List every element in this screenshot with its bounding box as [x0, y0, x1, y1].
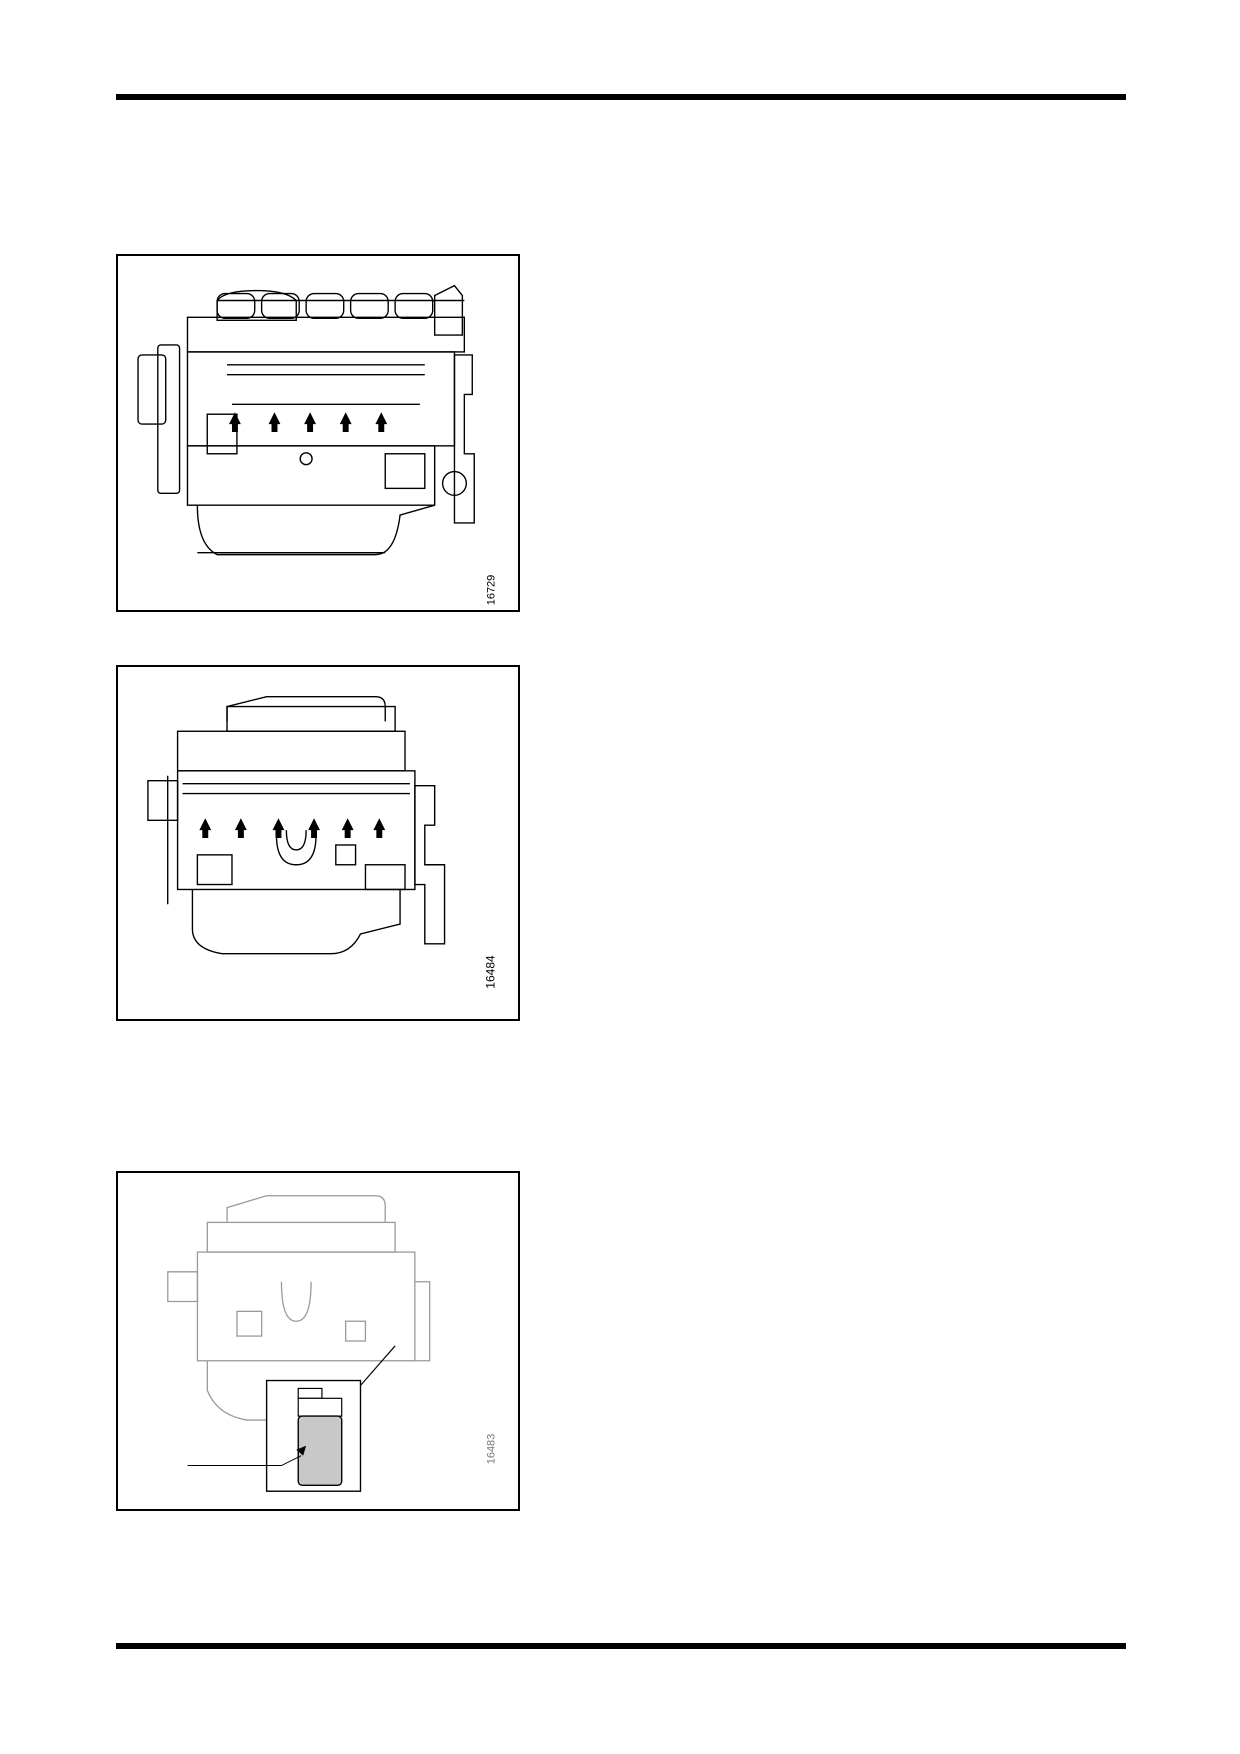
engine-drawing-3: [167, 1195, 431, 1492]
footer-rule: [116, 1643, 1126, 1649]
engine-drawing-1: [137, 284, 475, 556]
figure-engine-side-view-1: 16729: [116, 254, 520, 612]
engine-drawing-2: [147, 695, 446, 955]
figure-engine-side-view-2: 16484: [116, 665, 520, 1021]
figure-id: 16729: [485, 574, 498, 606]
figure-id: 16484: [483, 955, 498, 989]
figure-engine-fuel-filter: 16483: [116, 1171, 520, 1511]
header-rule: [116, 94, 1126, 100]
figure-id: 16483: [485, 1433, 498, 1465]
